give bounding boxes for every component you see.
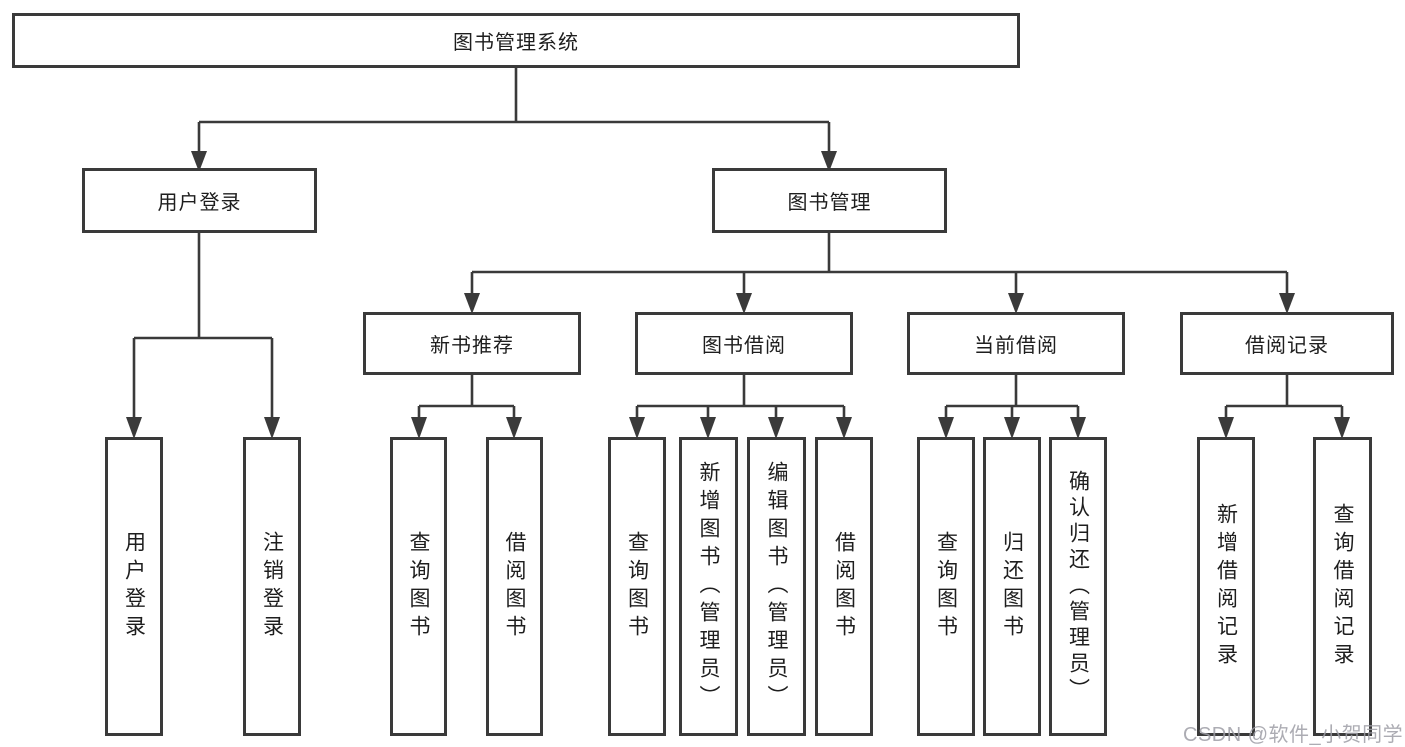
edges-user-login: [126, 233, 280, 439]
node-label: 用户登录: [122, 530, 146, 643]
node-label: 新增借阅记录: [1214, 502, 1238, 671]
node-label: 确认归还（管理员）: [1066, 469, 1090, 704]
node-label: 归还图书: [1000, 530, 1024, 643]
edges-book-borrow: [629, 375, 852, 439]
node-label: 借阅图书: [832, 530, 856, 643]
node-edit-book-admin: 编辑图书（管理员）: [747, 437, 806, 736]
edges-root: [191, 68, 837, 172]
node-add-borrow-record: 新增借阅记录: [1197, 437, 1255, 736]
node-label: 编辑图书（管理员）: [765, 460, 788, 713]
node-new-book-recommend: 新书推荐: [363, 312, 581, 375]
node-query-books-recommend: 查询图书: [390, 437, 447, 736]
node-query-books-current: 查询图书: [917, 437, 975, 736]
node-borrow-books-borrow: 借阅图书: [815, 437, 873, 736]
node-user-login: 用户登录: [105, 437, 163, 736]
node-label: 查询图书: [625, 530, 649, 643]
node-label: 查询图书: [934, 530, 958, 643]
node-current-borrow: 当前借阅: [907, 312, 1125, 375]
node-user-login-branch: 用户登录: [82, 168, 317, 233]
node-book-management-branch: 图书管理: [712, 168, 947, 233]
node-label: 借阅图书: [503, 530, 526, 643]
node-borrow-books-recommend: 借阅图书: [486, 437, 543, 736]
edges-borrow-records: [1218, 375, 1350, 439]
node-borrow-records: 借阅记录: [1180, 312, 1394, 375]
node-query-borrow-record: 查询借阅记录: [1313, 437, 1372, 736]
edges-new-book-recommend: [411, 375, 522, 439]
csdn-watermark: CSDN @软件_小贺同学: [1183, 724, 1404, 746]
node-confirm-return-admin: 确认归还（管理员）: [1049, 437, 1107, 736]
node-label: 查询图书: [407, 530, 430, 643]
node-return-books: 归还图书: [983, 437, 1041, 736]
node-add-book-admin: 新增图书（管理员）: [679, 437, 738, 736]
node-logout: 注销登录: [243, 437, 301, 736]
node-label: 查询借阅记录: [1331, 502, 1354, 671]
edges-current-borrow: [938, 375, 1086, 439]
node-book-borrow: 图书借阅: [635, 312, 853, 375]
node-query-books-borrow: 查询图书: [608, 437, 666, 736]
edges-book-management: [464, 233, 1295, 314]
node-library-system: 图书管理系统: [12, 13, 1020, 68]
node-label: 新增图书（管理员）: [697, 460, 720, 713]
node-label: 注销登录: [260, 530, 284, 643]
